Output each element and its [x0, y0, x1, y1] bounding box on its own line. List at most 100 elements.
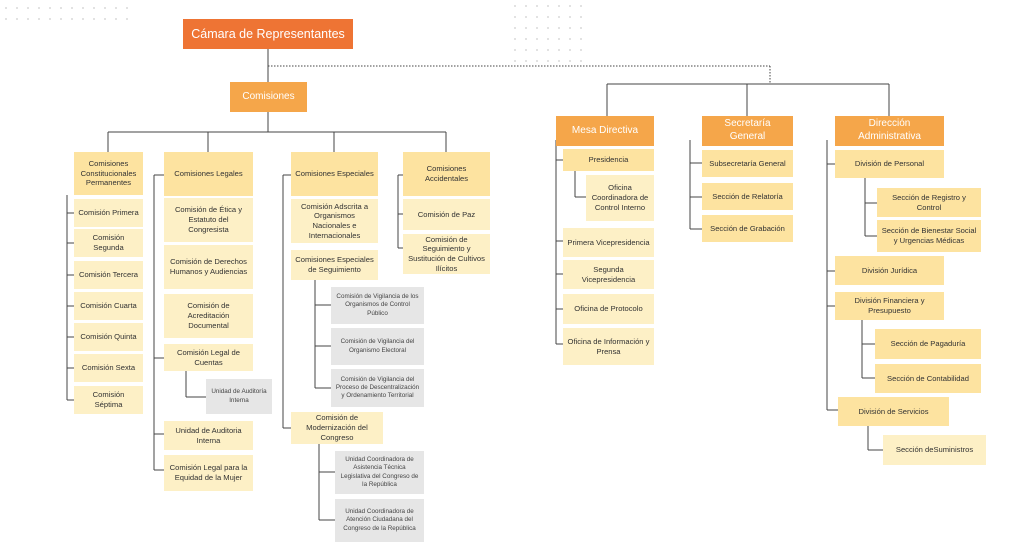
decor-dot: [580, 5, 582, 7]
decor-dot: [60, 7, 62, 9]
decor-dot: [580, 38, 582, 40]
node-comision-etica: Comisión de Ética y Estatuto del Congres…: [164, 198, 253, 242]
decor-dot: [547, 16, 549, 18]
node-comision-paz: Comisión de Paz: [403, 199, 490, 230]
node-camara-de-representantes: Cámara de Representantes: [183, 19, 353, 49]
decor-dot: [126, 7, 128, 9]
node-seccion-suministros: Sección deSuministros: [883, 435, 986, 465]
node-seccion-contabilidad: Sección de Contabilidad: [875, 364, 981, 393]
decor-dot: [93, 18, 95, 20]
decor-dot: [558, 27, 560, 29]
decor-dot: [514, 38, 516, 40]
node-presidencia: Presidencia: [563, 149, 654, 171]
node-comision-cuarta: Comisión Cuarta: [74, 292, 143, 320]
node-primera-vicepresidencia: Primera Vicepresidencia: [563, 228, 654, 257]
decor-dot: [82, 7, 84, 9]
decor-dot: [547, 60, 549, 62]
decor-dot: [104, 18, 106, 20]
node-division-financiera: División Financiera y Presupuesto: [835, 292, 944, 320]
node-vigilancia-descentralizacion: Comisión de Vigilancia del Proceso de De…: [331, 369, 424, 407]
decor-dot: [569, 16, 571, 18]
decor-dot: [104, 7, 106, 9]
decor-dot: [580, 27, 582, 29]
decor-dot: [536, 27, 538, 29]
decor-dot: [547, 38, 549, 40]
decor-dot: [536, 60, 538, 62]
node-comision-equidad-mujer: Comisión Legal para la Equidad de la Muj…: [164, 455, 253, 491]
node-division-personal: División de Personal: [835, 150, 944, 178]
decor-dot: [525, 16, 527, 18]
decor-dot: [580, 60, 582, 62]
node-oficina-protocolo: Oficina de Protocolo: [563, 294, 654, 324]
decor-dot: [38, 7, 40, 9]
node-comisiones-accidentales: Comisiones Accidentales: [403, 152, 490, 196]
decor-dot: [536, 38, 538, 40]
node-comision-derechos-humanos: Comisión de Derechos Humanos y Audiencia…: [164, 245, 253, 289]
decor-dot: [569, 27, 571, 29]
decor-dot: [525, 60, 527, 62]
node-division-servicios: División de Servicios: [838, 397, 949, 426]
decor-dot: [126, 18, 128, 20]
decor-dot: [93, 7, 95, 9]
node-seccion-registro-control: Sección de Registro y Control: [877, 188, 981, 217]
node-comision-legal-cuentas: Comisión Legal de Cuentas: [164, 344, 253, 371]
node-comision-tercera: Comisión Tercera: [74, 261, 143, 289]
decor-dot: [525, 49, 527, 51]
node-unidad-auditoria-interna-grey: Unidad de Auditoría Interna: [206, 379, 272, 414]
node-subsecretaria-general: Subsecretaría General: [702, 150, 793, 177]
decor-dot: [27, 18, 29, 20]
decor-dot: [569, 60, 571, 62]
decor-dot: [514, 60, 516, 62]
decor-dot: [115, 18, 117, 20]
decor-dot: [580, 16, 582, 18]
node-comision-acreditacion: Comisión de Acreditación Documental: [164, 294, 253, 338]
decor-dot: [514, 49, 516, 51]
decor-dot: [38, 18, 40, 20]
decor-dot: [558, 5, 560, 7]
decor-dot: [514, 16, 516, 18]
node-seccion-pagaduria: Sección de Pagaduría: [875, 329, 981, 359]
decor-dot: [5, 18, 7, 20]
decor-dot: [536, 5, 538, 7]
decor-dot: [569, 5, 571, 7]
node-comisiones-constitucionales: Comisiones Constitucionales Permanentes: [74, 152, 143, 195]
node-comision-modernizacion: Comisión de Modernización del Congreso: [291, 412, 383, 444]
decor-dot: [569, 38, 571, 40]
node-mesa-directiva: Mesa Directiva: [556, 116, 654, 146]
node-unidad-auditoria-interna: Unidad de Auditoria Interna: [164, 421, 253, 450]
node-seccion-grabacion: Sección de Grabación: [702, 215, 793, 242]
node-comision-adscrita: Comisión Adscrita a Organismos Nacionale…: [291, 199, 378, 243]
node-comisiones-especiales: Comisiones Especiales: [291, 152, 378, 196]
node-segunda-vicepresidencia: Segunda Vicepresidencia: [563, 260, 654, 289]
decor-dot: [71, 7, 73, 9]
node-division-juridica: División Jurídica: [835, 256, 944, 285]
decor-dot: [558, 16, 560, 18]
node-comision-quinta: Comisión Quinta: [74, 323, 143, 351]
node-secretaria-general: Secretaría General: [702, 116, 793, 146]
node-comision-sexta: Comisión Sexta: [74, 354, 143, 382]
decor-dot: [558, 60, 560, 62]
node-comision-septima: Comisión Séptima: [74, 386, 143, 414]
decor-dot: [525, 5, 527, 7]
decor-dot: [536, 16, 538, 18]
decor-dot: [580, 49, 582, 51]
node-comisiones: Comisiones: [230, 82, 307, 112]
decor-dot: [525, 27, 527, 29]
decor-dot: [5, 7, 7, 9]
node-oficina-informacion-prensa: Oficina de Información y Prensa: [563, 328, 654, 365]
node-vigilancia-organismo-electoral: Comisión de Vigilancia del Organismo Ele…: [331, 328, 424, 365]
node-comisiones-legales: Comisiones Legales: [164, 152, 253, 196]
decor-dot: [558, 49, 560, 51]
node-seccion-bienestar-social: Sección de Bienestar Social y Urgencias …: [877, 220, 981, 252]
decor-dot: [16, 18, 18, 20]
decor-dot: [525, 38, 527, 40]
node-unidad-atencion-ciudadana: Unidad Coordinadora de Atención Ciudadan…: [335, 499, 424, 542]
decor-dot: [514, 27, 516, 29]
node-comisiones-especiales-seguimiento: Comisiones Especiales de Seguimiento: [291, 250, 378, 280]
decor-dot: [60, 18, 62, 20]
decor-dot: [547, 5, 549, 7]
node-comision-segunda: Comisión Segunda: [74, 229, 143, 257]
decor-dot: [16, 7, 18, 9]
decor-dot: [547, 49, 549, 51]
decor-dot: [569, 49, 571, 51]
